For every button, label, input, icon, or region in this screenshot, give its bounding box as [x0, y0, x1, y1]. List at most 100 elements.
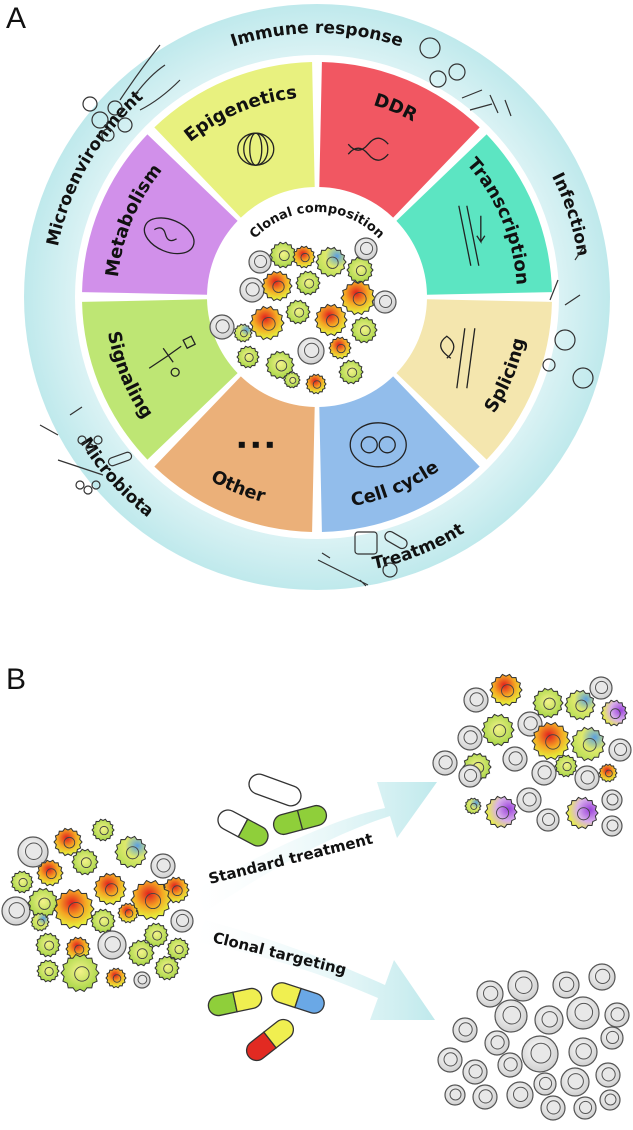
normal-cell — [484, 1030, 510, 1056]
targeted-pills — [207, 982, 325, 1062]
normal-cell — [521, 1035, 559, 1073]
outer-ring-icons — [39, 37, 594, 587]
capsule-white-1 — [248, 773, 302, 807]
clone-cell — [93, 872, 127, 906]
clone-cell — [570, 726, 606, 762]
panel-b-label: B — [6, 663, 27, 696]
normal-cell — [589, 676, 613, 700]
capsule-red-yellow — [246, 1018, 294, 1062]
clone-cell — [340, 280, 376, 316]
normal-cell — [531, 760, 557, 786]
clone-cell — [484, 795, 518, 829]
virus-bacteria-icon — [542, 244, 594, 389]
clone-cell — [531, 721, 571, 761]
clone-cell — [71, 848, 99, 876]
clonal-targeting-label: Clonal targeting — [211, 928, 348, 979]
normal-cell — [458, 764, 482, 788]
normal-cell — [534, 1005, 564, 1035]
clone-cell — [565, 796, 599, 830]
normal-cell — [568, 1037, 598, 1067]
segment-splicing: Splicing — [396, 299, 552, 460]
normal-cell — [373, 290, 397, 314]
normal-cell — [462, 1059, 488, 1085]
clone-cell — [154, 955, 180, 981]
capsule-green-yellow — [207, 987, 263, 1017]
clone-cell — [314, 303, 348, 337]
nucleosome-icon — [237, 132, 275, 166]
clone-cell — [328, 336, 352, 360]
clone-cell — [350, 316, 378, 344]
normal-cell — [533, 1072, 557, 1096]
clone-cell — [249, 305, 285, 341]
clone-cell — [305, 373, 327, 395]
normal-cell — [463, 687, 489, 713]
clone-cell — [489, 673, 523, 707]
clone-cell — [114, 835, 148, 869]
normal-cell — [444, 1084, 466, 1106]
clonal-composition-cells — [209, 237, 397, 395]
normal-cell — [588, 963, 616, 991]
panel-b: Standard treatment Clonal targeting — [1, 673, 632, 1121]
clone-cell — [283, 371, 301, 389]
normal-cell — [437, 1047, 463, 1073]
clone-cell — [564, 689, 596, 721]
panel-a-label: A — [6, 2, 27, 35]
capsule-yellow-blue — [271, 982, 325, 1014]
clone-cell — [36, 859, 64, 887]
normal-cell — [150, 853, 176, 879]
normal-cell — [354, 237, 378, 261]
normal-cell — [601, 789, 623, 811]
clone-cell — [162, 876, 190, 904]
clone-cell — [30, 912, 50, 932]
segment-signaling: Signaling — [82, 299, 238, 460]
clone-cell — [236, 345, 260, 369]
clone-cell — [53, 827, 83, 857]
clone-cell — [481, 713, 515, 747]
normal-cell — [297, 337, 325, 365]
normal-cell — [133, 971, 151, 989]
cell-division-icon — [349, 422, 407, 468]
segment-epigenetics: Epigenetics — [154, 62, 315, 218]
normal-cell — [97, 930, 127, 960]
normal-cell — [452, 1017, 478, 1043]
normal-cell — [432, 750, 458, 776]
normal-cell — [17, 836, 49, 868]
clone-cell — [60, 953, 100, 993]
clone-cell — [10, 870, 34, 894]
normal-cell — [457, 725, 483, 751]
capsule-green-2 — [272, 804, 328, 836]
clone-cell — [261, 270, 293, 302]
starting-clone-cells — [1, 818, 194, 993]
clone-cell — [35, 932, 61, 958]
clone-cell — [338, 359, 364, 385]
normal-cell — [170, 909, 194, 933]
normal-cell — [494, 999, 528, 1033]
normal-cell — [536, 808, 560, 832]
clone-cell — [554, 754, 578, 778]
normal-cell — [502, 746, 528, 772]
clone-cell — [36, 959, 60, 983]
normal-cell — [516, 787, 542, 813]
normal-cell — [552, 971, 580, 999]
microbiota-icon — [39, 406, 133, 495]
clone-cell — [53, 888, 95, 930]
clone-cell — [90, 908, 116, 934]
normal-cell — [239, 277, 265, 303]
normal-cell — [497, 1052, 523, 1078]
normal-cell — [506, 1081, 534, 1109]
normal-cell — [507, 970, 539, 1002]
ellipsis-icon — [238, 441, 273, 448]
clone-cell — [105, 967, 127, 989]
clone-cell — [315, 246, 347, 278]
normal-cell — [566, 996, 600, 1030]
clonal-targeting-arrow — [195, 920, 435, 1020]
syringe-pills-icon — [317, 530, 408, 587]
clone-cell — [117, 902, 139, 924]
normal-cell — [560, 1067, 590, 1097]
resistant-clone-cells — [432, 673, 632, 837]
mitochondrion-icon — [143, 217, 195, 255]
